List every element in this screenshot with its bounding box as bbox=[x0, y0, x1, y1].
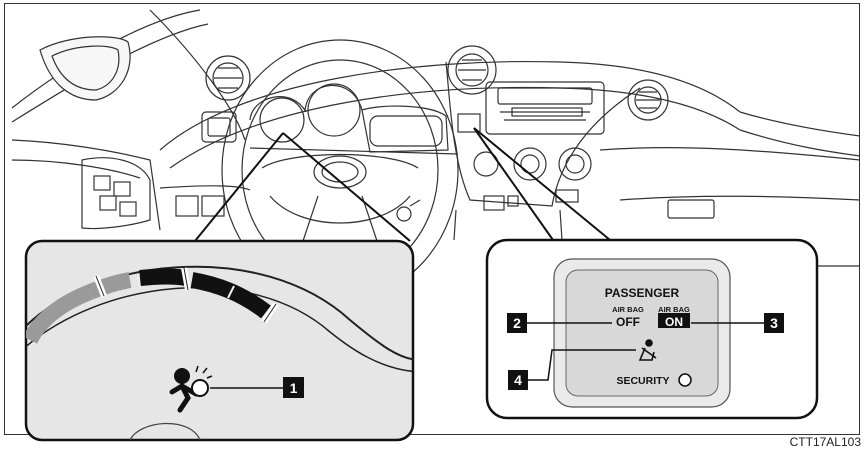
airbag-on-label: AIR BAG bbox=[658, 305, 690, 314]
callout-3-number: 3 bbox=[770, 315, 778, 331]
airbag-off-state: OFF bbox=[616, 315, 640, 329]
callout-2-number: 2 bbox=[513, 315, 521, 331]
security-indicator-icon bbox=[678, 373, 692, 387]
zoom-connector-lines bbox=[194, 127, 611, 242]
callout-4-leader bbox=[528, 349, 636, 381]
dashboard-lineart bbox=[11, 9, 861, 301]
right-inset bbox=[485, 238, 819, 420]
airbag-warning-icon bbox=[169, 365, 213, 413]
figure-frame bbox=[4, 3, 860, 435]
callout-1: 1 bbox=[283, 377, 304, 398]
callout-4: 4 bbox=[508, 370, 528, 390]
callout-3: 3 bbox=[764, 313, 784, 333]
airbag-off-label: AIR BAG bbox=[612, 305, 644, 314]
security-label: SECURITY bbox=[616, 375, 669, 387]
callout-1-number: 1 bbox=[290, 380, 298, 396]
figure-code: CTT17AL103 bbox=[789, 435, 861, 449]
callout-2: 2 bbox=[507, 313, 527, 333]
airbag-on-state: ON bbox=[665, 315, 683, 329]
left-inset bbox=[24, 239, 415, 442]
callout-4-number: 4 bbox=[514, 372, 522, 388]
panel-title: PASSENGER bbox=[605, 286, 680, 300]
airbag-on-highlight bbox=[658, 313, 690, 328]
seatbelt-reminder-icon bbox=[638, 339, 657, 361]
